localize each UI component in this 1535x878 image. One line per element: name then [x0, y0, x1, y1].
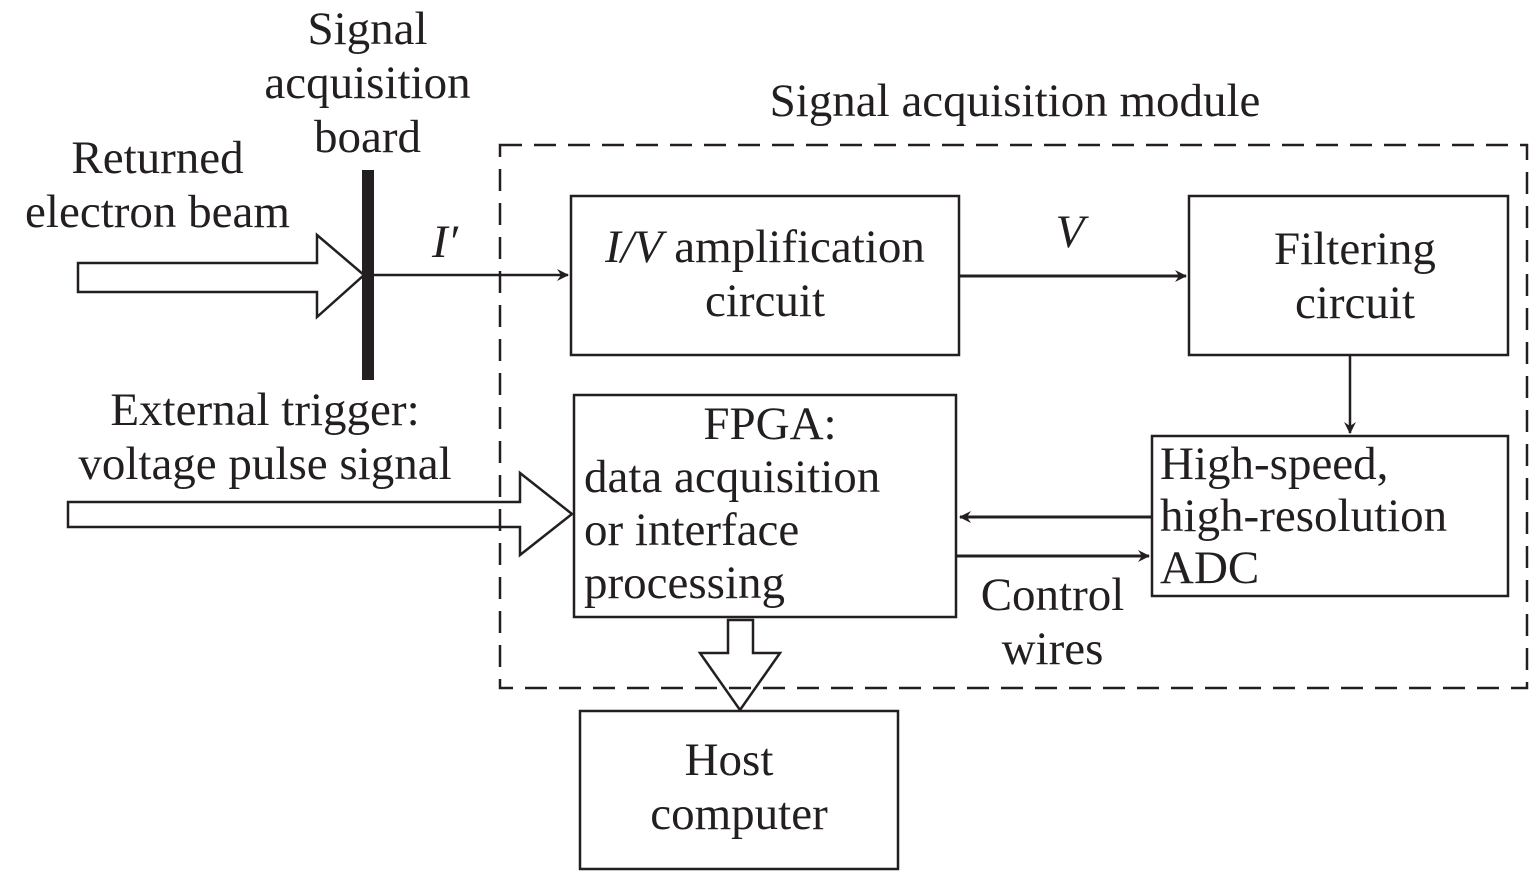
electron-beam-label: Returned electron beam [0, 131, 315, 239]
host-block [578, 709, 900, 871]
adc-label-line: high-resolution [1160, 490, 1448, 542]
board-label-line: Signal [307, 3, 428, 55]
fpga-label-line: FPGA: [703, 398, 837, 450]
filter-label-line: circuit [1294, 277, 1416, 329]
board-label-line: board [313, 111, 421, 163]
host-label: Host computer [580, 733, 898, 841]
electron-beam-arrow [76, 232, 366, 320]
board-label: Signal acquisition board [245, 2, 490, 164]
host-label-line: Host [684, 734, 774, 786]
adc-label-line: High-speed, [1160, 438, 1389, 490]
fpga-label: FPGA: data acquisition or interface proc… [584, 398, 956, 610]
trigger-label: External trigger: voltage pulse signal [30, 383, 500, 491]
trigger-label-line: External trigger: [110, 384, 420, 436]
amplifier-title: amplification [662, 221, 925, 273]
fpga-block [572, 393, 958, 619]
module-title: Signal acquisition module [769, 75, 1261, 127]
control-wires-label-line: wires [1001, 623, 1104, 675]
filter-label-line: Filtering [1274, 223, 1436, 275]
filter-block [1187, 194, 1510, 357]
board-label-line: acquisition [264, 57, 471, 109]
control-wires-label: Control wires [960, 568, 1145, 676]
electron-beam-label-line: Returned [71, 132, 244, 184]
electron-beam-label-line: electron beam [25, 186, 290, 238]
fpga-to-host-arrow [697, 618, 783, 713]
amplifier-prefix: I/V [605, 221, 663, 273]
amplifier-label-line: I/V amplification [571, 220, 959, 274]
amplifier-label-line: circuit [704, 275, 826, 327]
adc-label: High-speed, high-resolution ADC [1160, 438, 1508, 594]
adc-label-line: ADC [1160, 542, 1260, 594]
control-wires-label-line: Control [980, 569, 1125, 621]
trigger-label-line: voltage pulse signal [78, 438, 452, 490]
module-boundary [498, 143, 1529, 690]
amplifier-label: I/V amplification circuit [571, 220, 959, 328]
fpga-label-line: processing [584, 557, 786, 609]
fpga-label-line: or interface [584, 504, 800, 556]
host-label-line: computer [650, 788, 828, 840]
filter-label: Filtering circuit [1200, 222, 1510, 330]
current-signal-label: I′ [432, 216, 458, 268]
fpga-label-line: data acquisition [584, 451, 881, 503]
voltage-signal-label: V [1055, 206, 1085, 258]
trigger-arrow [66, 470, 575, 558]
